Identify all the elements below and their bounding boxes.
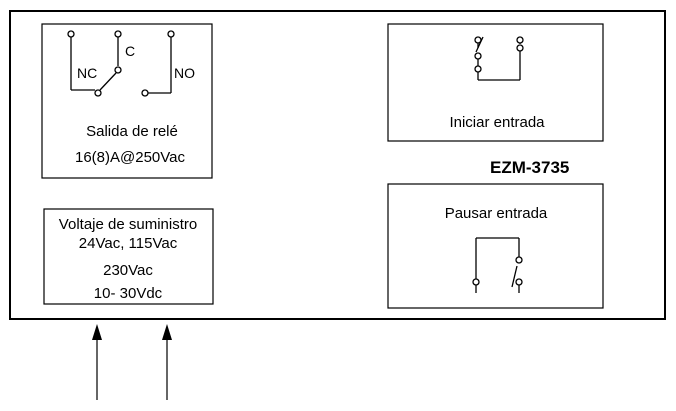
pause-input-label: Pausar entrada [445,205,548,222]
c-contact-circle [114,66,122,74]
supply-voltage-box [43,208,214,305]
nc-contact-circle [94,89,102,97]
supply-voltage-title: Voltaje de suministro [59,216,197,233]
c-terminal-circle [114,30,122,38]
supply-voltage-panel: Voltaje de suministro 24Vac, 115Vac 230V… [43,208,214,305]
device-enclosure [9,10,666,320]
nc-terminal-circle [67,30,75,38]
relay-output-box [41,23,213,179]
terminal-label-no: NO [174,65,195,81]
pause-input-switch-schematic [472,237,523,293]
supply-voltage-line-1: 24Vac, 115Vac [79,235,178,252]
pause-input-box [387,183,604,309]
arrow-up-icon [92,324,102,340]
supply-voltage-line-3: 10- 30Vdc [94,285,163,302]
terminal-label-nc: NC [77,65,97,81]
start-input-box [387,23,604,142]
supply-voltage-line-2: 230Vac [103,262,153,279]
relay-output-title: Salida de relé [86,123,178,140]
pause-input-panel: Pausar entrada [387,183,604,309]
supply-wire-arrows [92,324,172,400]
relay-output-rating: 16(8)A@250Vac [75,149,186,166]
no-contact-circle [141,89,149,97]
terminal-label-c: C [125,43,135,59]
relay-contact-schematic [67,30,175,97]
arrow-up-icon [162,324,172,340]
model-name: EZM-3735 [490,158,569,177]
start-input-panel: Iniciar entrada [387,23,604,142]
start-input-label: Iniciar entrada [449,114,545,131]
no-terminal-circle [167,30,175,38]
start-input-switch-schematic [474,36,524,81]
relay-output-panel: NC C NO Salida de relé 16(8)A@250Vac [41,23,213,179]
